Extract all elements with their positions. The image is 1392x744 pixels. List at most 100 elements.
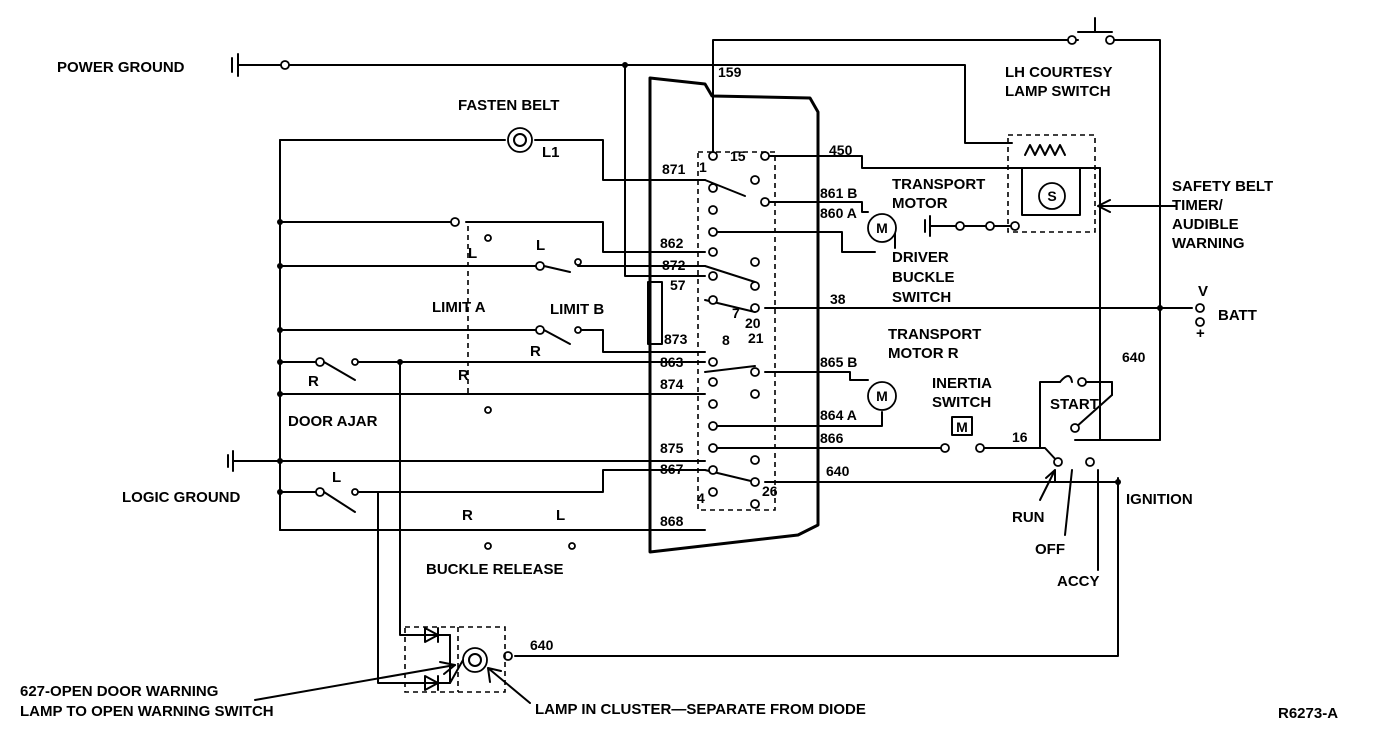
inertia-switch-icon bbox=[951, 416, 973, 436]
module-outline bbox=[648, 76, 820, 554]
transport-motor-label-line2: MOTOR bbox=[892, 195, 948, 212]
wire-label-26: 26 bbox=[762, 483, 778, 499]
wire-label-875: 875 bbox=[660, 440, 684, 456]
transport-motor-r-icon bbox=[867, 381, 897, 411]
connector-outline bbox=[697, 151, 776, 511]
timer-internal-wire bbox=[1021, 167, 1081, 216]
wire-label-8: 8 bbox=[722, 332, 730, 348]
lh-courtesy-label-line1: LH COURTESY bbox=[1005, 64, 1113, 81]
buzzer-icon bbox=[1038, 182, 1066, 210]
inertia-label-line2: SWITCH bbox=[932, 394, 991, 411]
wire-450 bbox=[764, 155, 1101, 169]
wire-873 bbox=[279, 329, 706, 353]
wire-label-38: 38 bbox=[830, 291, 846, 307]
wire-862 bbox=[279, 221, 706, 253]
wiring bbox=[227, 39, 1193, 684]
switches bbox=[315, 217, 586, 550]
courtesy-switch-icon bbox=[1077, 17, 1113, 33]
limit-b-label: LIMIT B bbox=[550, 301, 604, 318]
motor-ground bbox=[924, 215, 1016, 237]
buckle-release-label: BUCKLE RELEASE bbox=[426, 561, 564, 578]
wire-label-21: 21 bbox=[748, 330, 764, 346]
switch-letter-r-limit-b: R bbox=[530, 343, 541, 360]
open-door-label-line2: LAMP TO OPEN WARNING SWITCH bbox=[20, 703, 274, 720]
diode-top-icon bbox=[409, 627, 451, 643]
safety-belt-label-line4: WARNING bbox=[1172, 235, 1245, 252]
fasten-belt-label: FASTEN BELT bbox=[458, 97, 559, 114]
wire-861b bbox=[764, 201, 869, 213]
switch-letter-l-limit-b: L bbox=[536, 237, 545, 254]
wire-label-640-batt: 640 bbox=[1122, 349, 1146, 365]
wire-label-57: 57 bbox=[670, 277, 686, 293]
off-label: OFF bbox=[1035, 541, 1065, 558]
transport-motor-r-label-line2: MOTOR R bbox=[888, 345, 959, 362]
junctions bbox=[277, 62, 1163, 495]
timer-arrow-icon bbox=[1097, 199, 1176, 213]
logic-ground-wire-867 bbox=[227, 450, 706, 472]
terminals bbox=[280, 35, 1205, 661]
open-door-arrowhead-icon bbox=[439, 661, 456, 675]
cluster-lamp-icon bbox=[462, 647, 488, 673]
door-ajar-label: DOOR AJAR bbox=[288, 413, 378, 430]
start-fuse-icon bbox=[1059, 375, 1073, 383]
wire-label-871: 871 bbox=[662, 161, 686, 177]
switch-letter-l-logic: L bbox=[332, 469, 341, 486]
start-wire bbox=[1039, 381, 1113, 449]
wire-640-lamp bbox=[514, 477, 1119, 657]
run-label: RUN bbox=[1012, 509, 1045, 526]
components: M M M S bbox=[254, 17, 1176, 704]
lamp-cluster-arrow-icon bbox=[487, 667, 531, 704]
v-label: V bbox=[1198, 283, 1208, 300]
batt-label: BATT bbox=[1218, 307, 1257, 324]
safety-belt-label-line2: TIMER/ bbox=[1172, 197, 1224, 214]
labels: POWER GROUND FASTEN BELT L1 LIMIT A LIMI… bbox=[20, 59, 1338, 722]
wire-label-640-ignition: 640 bbox=[826, 463, 850, 479]
switch-letter-r-door: R bbox=[308, 373, 319, 390]
off-arrow-icon bbox=[1064, 469, 1073, 536]
cluster-outline bbox=[404, 626, 506, 693]
internal-links bbox=[704, 179, 756, 483]
switch-letter-r-buckle: R bbox=[462, 507, 473, 524]
buzzer-symbol: S bbox=[1047, 188, 1056, 204]
transport-motor-r-label-line1: TRANSPORT bbox=[888, 326, 981, 343]
switch-letter-l-buckle: L bbox=[556, 507, 565, 524]
wire-label-872: 872 bbox=[662, 257, 686, 273]
module-clip bbox=[647, 281, 663, 345]
wire-label-873: 873 bbox=[664, 331, 688, 347]
wire-label-874: 874 bbox=[660, 376, 684, 392]
switch-letter-l-top: L bbox=[468, 245, 477, 262]
wire-label-867: 867 bbox=[660, 461, 684, 477]
wire-label-7: 7 bbox=[732, 305, 740, 321]
power-ground-label: POWER GROUND bbox=[57, 59, 185, 76]
switch-letter-r-limit-a: R bbox=[458, 367, 469, 384]
logic-diode-wire bbox=[377, 491, 411, 684]
wire-label-863: 863 bbox=[660, 354, 684, 370]
wire-866-inertia bbox=[712, 447, 1059, 463]
driver-buckle-label-line1: DRIVER bbox=[892, 249, 949, 266]
wire-label-864a: 864 A bbox=[820, 407, 857, 423]
wire-label-862: 862 bbox=[660, 235, 684, 251]
logic-ground-label: LOGIC GROUND bbox=[122, 489, 240, 506]
wire-865b bbox=[764, 371, 869, 381]
inertia-switch-symbol: M bbox=[956, 419, 968, 435]
lh-courtesy-label-line2: LAMP SWITCH bbox=[1005, 83, 1111, 100]
driver-buckle-label-line3: SWITCH bbox=[892, 289, 951, 306]
reference-label: R6273-A bbox=[1278, 705, 1338, 722]
diode-join bbox=[449, 634, 464, 684]
door-ajar-diode-wire bbox=[399, 361, 411, 636]
wire-label-865b: 865 B bbox=[820, 354, 857, 370]
wire-to-timer bbox=[704, 64, 1013, 144]
open-door-label-line1: 627-OPEN DOOR WARNING bbox=[20, 683, 218, 700]
transport-motor-label-line1: TRANSPORT bbox=[892, 176, 985, 193]
run-arrow-icon bbox=[1039, 469, 1056, 501]
logic-ground-branch bbox=[279, 469, 706, 493]
wire-label-20: 20 bbox=[745, 315, 761, 331]
timer-heater-icon bbox=[1024, 144, 1066, 156]
l1-label: L1 bbox=[542, 144, 560, 161]
wire-label-860a: 860 A bbox=[820, 205, 857, 221]
wire-label-861b: 861 B bbox=[820, 185, 857, 201]
wire-label-866: 866 bbox=[820, 430, 844, 446]
plus-label: + bbox=[1196, 325, 1205, 342]
power-ground-wire bbox=[231, 53, 706, 77]
